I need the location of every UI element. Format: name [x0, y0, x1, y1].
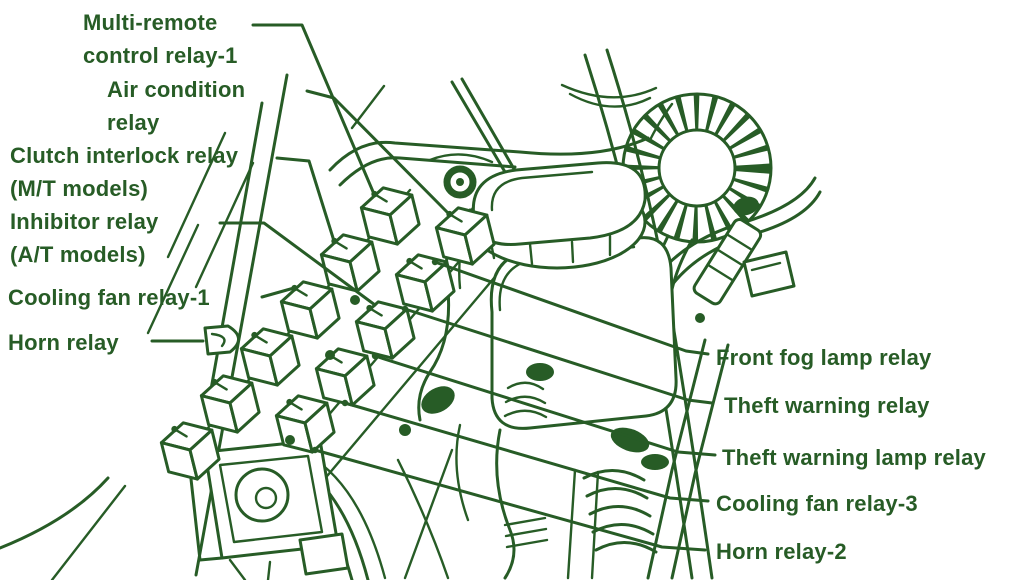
leader-cooling-fan-relay-1 [260, 286, 296, 299]
label-inhibitor-relay-line1: Inhibitor relay [10, 209, 159, 234]
label-multi-remote-control-relay-1-line2: control relay-1 [83, 43, 238, 68]
relay-cluster [156, 180, 499, 487]
label-air-condition-relay-line2: relay [107, 110, 160, 135]
label-air-condition-relay-line1: Air condition [107, 77, 246, 102]
leader-front-fog-lamp-relay [433, 260, 710, 356]
label-cooling-fan-relay-1: Cooling fan relay-1 [8, 285, 210, 310]
label-multi-remote-control-relay-1-line1: Multi-remote [83, 10, 218, 35]
leader-theft-warning-relay [403, 307, 714, 405]
label-inhibitor-relay-line2: (A/T models) [10, 242, 146, 267]
leader-inhibitor-relay [218, 221, 377, 307]
leader-clutch-interlock-relay [275, 156, 336, 243]
label-clutch-interlock-relay-line1: Clutch interlock relay [10, 143, 239, 168]
leader-theft-warning-lamp-relay [373, 354, 717, 457]
label-front-fog-lamp-relay: Front fog lamp relay [716, 345, 932, 370]
leader-lines [150, 23, 717, 552]
leader-cooling-fan-relay-3 [343, 401, 710, 503]
cowl-lines [328, 83, 658, 187]
label-theft-warning-lamp-relay: Theft warning lamp relay [722, 445, 986, 470]
label-horn-relay-2: Horn relay-2 [716, 539, 847, 564]
label-clutch-interlock-relay-line2: (M/T models) [10, 176, 149, 201]
mounting-bracket [188, 438, 350, 580]
horn [203, 324, 240, 356]
brake-fluid-reservoir [467, 161, 678, 430]
leader-horn-relay-2 [313, 448, 707, 552]
coil-spring [503, 363, 554, 419]
taped-harness [692, 196, 796, 323]
strut-bolt [428, 153, 494, 199]
label-cooling-fan-relay-3: Cooling fan relay-3 [716, 491, 918, 516]
label-horn-relay: Horn relay [8, 330, 119, 355]
leader-multi-remote-control-relay-1 [251, 23, 376, 196]
leader-air-condition-relay [305, 89, 451, 216]
label-theft-warning-relay: Theft warning relay [724, 393, 930, 418]
